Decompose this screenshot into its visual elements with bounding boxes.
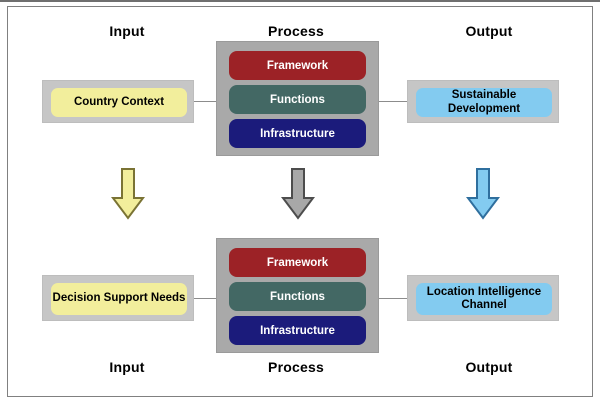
input-pill-top[interactable]: Country Context — [51, 88, 187, 117]
bottom-label-process: Process — [268, 359, 324, 375]
output-frame-bottom: Location Intelligence Channel — [407, 275, 559, 321]
process-bar-functions-top[interactable]: Functions — [229, 85, 366, 114]
arrow-output-down — [466, 168, 500, 220]
process-bar-framework-top[interactable]: Framework — [229, 51, 366, 80]
output-frame-top: Sustainable Development — [407, 80, 559, 123]
connector-process-output-bottom — [379, 298, 408, 299]
output-pill-bottom[interactable]: Location Intelligence Channel — [416, 283, 552, 315]
process-frame-bottom: Framework Functions Infrastructure — [216, 238, 379, 353]
process-frame-top: Framework Functions Infrastructure — [216, 41, 379, 156]
process-bar-infrastructure-top[interactable]: Infrastructure — [229, 119, 366, 148]
top-label-output: Output — [465, 23, 513, 39]
arrow-process-down — [281, 168, 315, 220]
connector-input-process-top — [193, 101, 221, 102]
process-bar-functions-bottom[interactable]: Functions — [229, 282, 366, 311]
input-frame-top: Country Context — [42, 80, 194, 123]
output-pill-top[interactable]: Sustainable Development — [416, 88, 552, 117]
top-label-input: Input — [109, 23, 145, 39]
bottom-label-input: Input — [109, 359, 145, 375]
connector-process-output-top — [379, 101, 408, 102]
process-bar-framework-bottom[interactable]: Framework — [229, 248, 366, 277]
bottom-label-output: Output — [465, 359, 513, 375]
input-frame-bottom: Decision Support Needs — [42, 275, 194, 321]
connector-input-process-bottom — [193, 298, 221, 299]
top-label-process: Process — [268, 23, 324, 39]
arrow-input-down — [111, 168, 145, 220]
input-pill-bottom[interactable]: Decision Support Needs — [51, 283, 187, 315]
process-bar-infrastructure-bottom[interactable]: Infrastructure — [229, 316, 366, 345]
top-rule — [0, 0, 600, 2]
